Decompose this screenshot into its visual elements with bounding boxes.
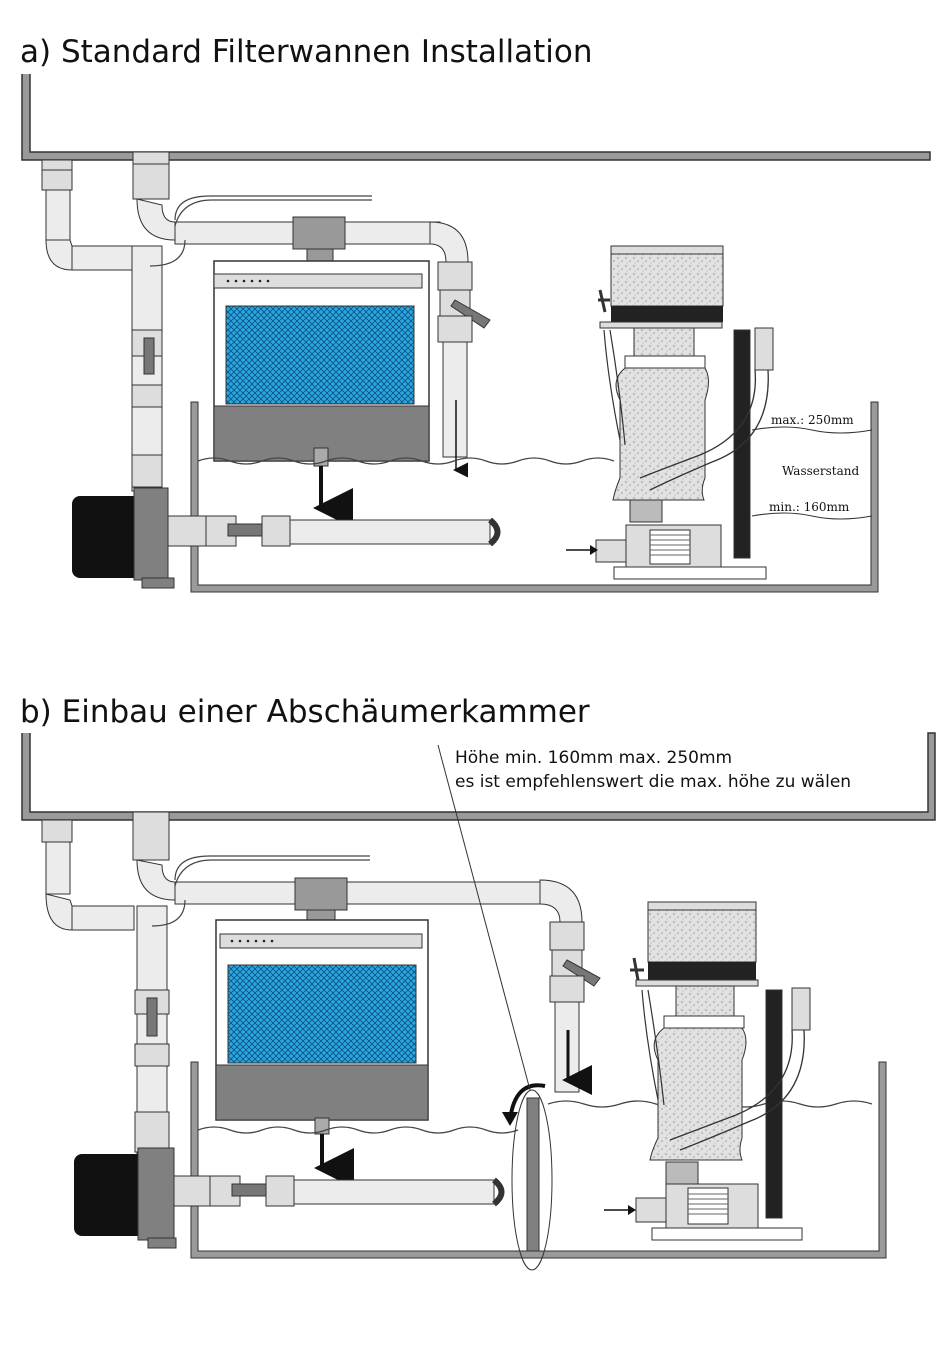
pump-intake-union-2 [262,516,290,546]
return-union-lower-b [135,1044,169,1066]
section-b-title: b) Einbau einer Abschäumerkammer [20,694,590,730]
drain-pipe-horizontal [72,246,132,270]
pump-intake-pipe [290,520,490,544]
return-union-lower [132,385,162,407]
section-a: a) Standard Filterwannen Installation [20,34,930,592]
pump-intake-elbow [490,520,498,544]
top-elbow-left [137,199,175,240]
return-pump-motor [72,496,142,578]
top-elbow-left-b [137,860,175,900]
return-pump-foot [142,578,174,588]
skimmer-line-union-lower [438,316,472,342]
drain-pipe-vertical-b [46,842,70,894]
return-pump-body [134,488,168,580]
pump-intake-pipe-b [294,1180,494,1204]
note-height-range: Höhe min. 160mm max. 250mm [455,748,732,768]
return-valve-b [147,998,157,1036]
section-b: b) Einbau einer Abschäumerkammer Höhe mi… [20,694,935,1270]
skimmer-line-drop [443,342,467,457]
pump-intake-elbow-b [494,1180,502,1204]
pump-outlet-union [132,455,162,487]
protein-skimmer-b [604,902,810,1240]
top-elbow-right-b [540,880,582,922]
pump-intake-union [168,516,206,546]
manifold-tee [293,217,345,249]
bulkhead-right-b [133,812,169,860]
filter-sponge [226,306,414,404]
label-water-level-a: Wasserstand [782,464,859,478]
section-a-title: a) Standard Filterwannen Installation [20,34,593,70]
top-elbow-right [430,222,468,262]
drain-elbow [46,240,72,270]
top-manifold-pipe-b [175,882,550,904]
skimmer-line-union [438,262,472,290]
bulkhead-right [133,152,169,164]
bulkhead-left [42,160,72,170]
filter-base-b [216,1065,428,1120]
label-max-a: max.: 250mm [771,413,854,427]
note-recommendation: es ist empfehlenswert die max. höhe zu w… [455,772,851,792]
skimmer-chamber-baffle [527,1098,539,1251]
drain-pipe-vertical [46,190,70,240]
drain-elbow-b [46,894,72,930]
pump-intake-union-2-b [266,1176,294,1206]
skimmer-line-union-lower-b [550,976,584,1002]
union-left [42,170,72,190]
skimmer-line-union-b [550,922,584,950]
return-pump-body-b [138,1148,174,1240]
filter-sponge-b [228,965,416,1063]
label-min-a: min.: 160mm [769,500,850,514]
filter-tray-b [220,934,422,948]
max-level-line [752,427,872,433]
return-valve [144,338,154,374]
union-right [133,164,169,199]
water-surface-b-left [198,1127,518,1133]
note-pointer-line [438,745,530,1090]
manifold-tee-b [295,878,347,910]
bulkhead-left-b [42,820,72,842]
aquarium-tank [22,74,930,160]
return-pump-foot-b [148,1238,176,1248]
drain-pipe-horizontal-b [72,906,134,930]
protein-skimmer-a [566,246,773,579]
return-pump-motor-b [74,1154,144,1236]
pump-outlet-union-b [135,1112,169,1152]
pump-intake-union-b [174,1176,210,1206]
